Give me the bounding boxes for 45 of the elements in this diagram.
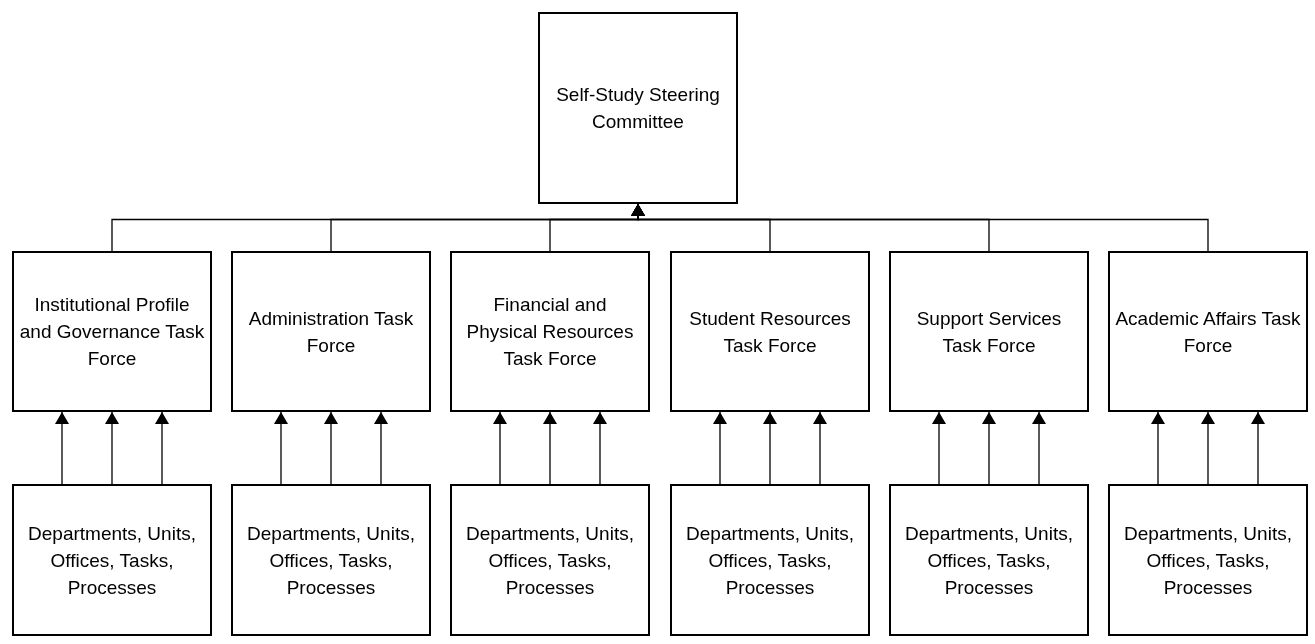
arrow <box>631 203 1209 252</box>
org-box <box>12 484 212 636</box>
arrow <box>932 411 946 485</box>
org-box <box>450 251 650 412</box>
arrow <box>1251 411 1265 485</box>
box-label: Institutional Profile and Governance Task Force <box>18 293 206 371</box>
arrow <box>593 411 607 485</box>
org-box <box>889 484 1089 636</box>
box-label: Support Services Task Force <box>915 306 1063 358</box>
arrow <box>105 411 119 485</box>
arrow <box>493 411 507 485</box>
box-label: Self-Study Steering Committee <box>555 83 721 134</box>
arrow <box>155 411 169 485</box>
box-label: Academic Affairs Task Force <box>1114 306 1302 358</box>
box-label: Departments, Units, Offices, Tasks, Processes <box>465 521 635 600</box>
box-label: Financial and Physical Resources Task Force <box>465 293 635 371</box>
arrow <box>1151 411 1165 485</box>
arrow <box>982 411 996 485</box>
arrow <box>324 411 338 485</box>
arrow <box>543 411 557 485</box>
org-box <box>670 251 870 412</box>
arrow <box>274 411 288 485</box>
box-label: Administration Task Force <box>247 306 415 358</box>
arrow <box>713 411 727 485</box>
org-box <box>1108 251 1308 412</box>
org-box <box>450 484 650 636</box>
box-label: Departments, Units, Offices, Tasks, Processes <box>246 521 416 600</box>
org-box <box>1108 484 1308 636</box>
arrow <box>55 411 69 485</box>
arrow <box>763 411 777 485</box>
org-box <box>12 251 212 412</box>
org-box <box>670 484 870 636</box>
org-box <box>889 251 1089 412</box>
box-label: Departments, Units, Offices, Tasks, Processes <box>904 521 1074 600</box>
box-label: Departments, Units, Offices, Tasks, Processes <box>27 521 197 600</box>
box-label: Departments, Units, Offices, Tasks, Processes <box>685 521 855 600</box>
org-box <box>538 12 738 204</box>
arrow <box>374 411 388 485</box>
arrow <box>1201 411 1215 485</box>
org-box <box>231 251 431 412</box>
org-box <box>231 484 431 636</box>
arrow <box>1032 411 1046 485</box>
arrow <box>813 411 827 485</box>
box-label: Student Resources Task Force <box>688 306 852 358</box>
box-label: Departments, Units, Offices, Tasks, Processes <box>1123 521 1293 600</box>
